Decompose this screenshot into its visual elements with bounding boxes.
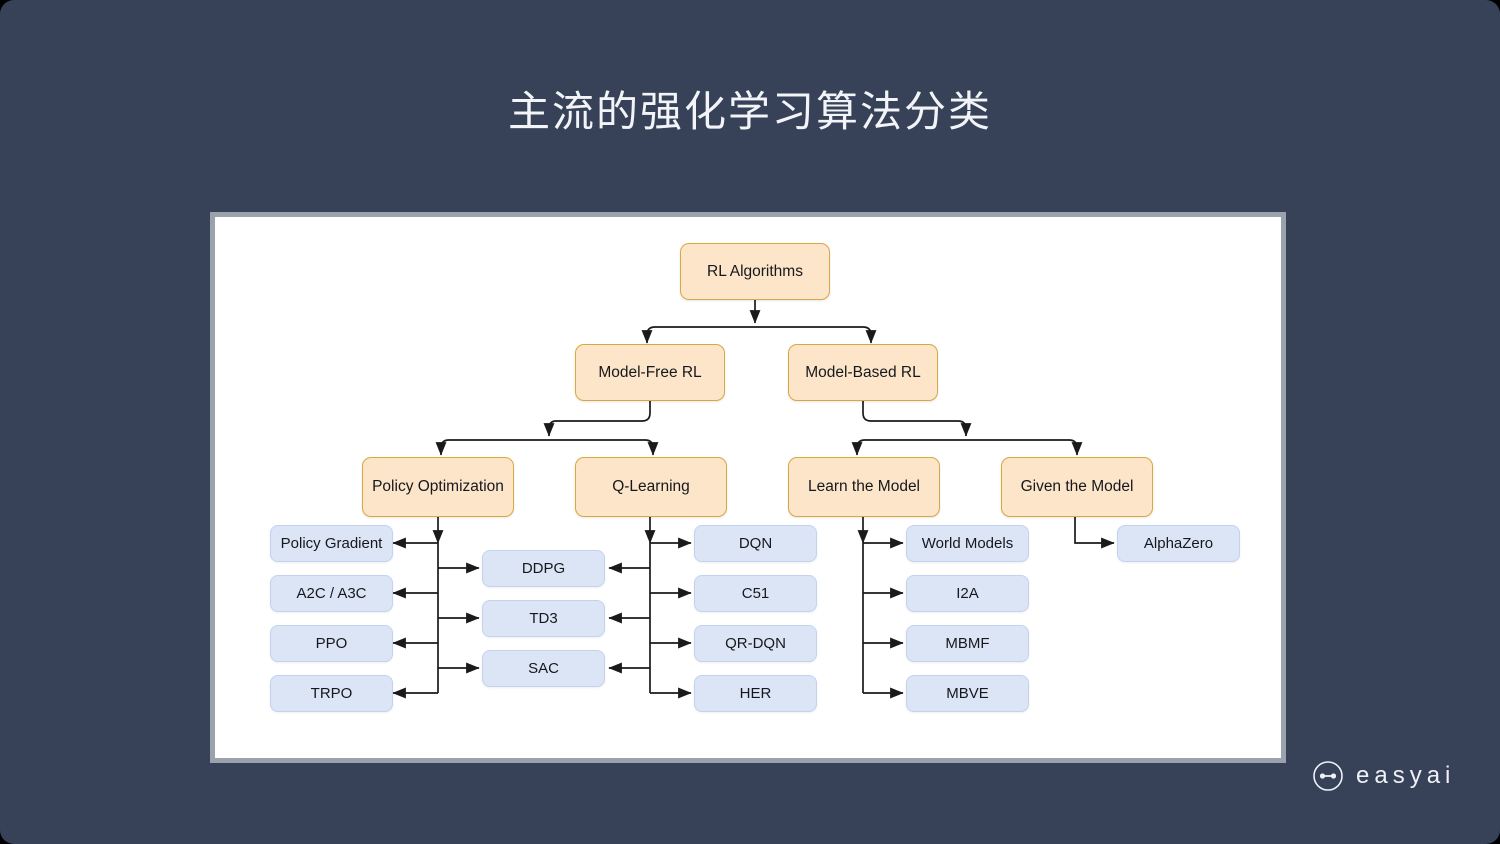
node-label: DDPG — [521, 559, 566, 577]
easyai-dumbbell-circle-icon — [1312, 760, 1344, 792]
node-label: RL Algorithms — [707, 262, 803, 280]
leaf-qr-dqn[interactable]: QR-DQN — [694, 625, 817, 662]
leaf-ppo[interactable]: PPO — [270, 625, 393, 662]
leaf-i2a[interactable]: I2A — [906, 575, 1029, 612]
node-model-based-rl[interactable]: Model-Based RL — [788, 344, 938, 401]
page-title: 主流的强化学习算法分类 — [507, 88, 992, 135]
node-label: MBVE — [946, 684, 989, 702]
connector-group — [392, 300, 1115, 699]
node-label: DQN — [738, 534, 773, 552]
leaf-her[interactable]: HER — [694, 675, 817, 712]
leaf-mbve[interactable]: MBVE — [906, 675, 1029, 712]
node-label: PPO — [315, 634, 348, 652]
node-given-the-model[interactable]: Given the Model — [1001, 457, 1153, 517]
node-q-learning[interactable]: Q-Learning — [575, 457, 727, 517]
node-label: Given the Model — [1020, 478, 1134, 496]
leaf-policy-gradient[interactable]: Policy Gradient — [270, 525, 393, 562]
node-rl-algorithms[interactable]: RL Algorithms — [680, 243, 830, 300]
node-label: SAC — [528, 659, 559, 677]
node-label: MBMF — [945, 634, 990, 652]
node-label: A2C / A3C — [296, 584, 367, 602]
node-label: HER — [739, 684, 772, 702]
diagram-canvas: RL Algorithms Model-Free RL Model-Based … — [215, 217, 1281, 758]
leaf-alphazero[interactable]: AlphaZero — [1117, 525, 1240, 562]
node-label: TD3 — [529, 609, 558, 627]
node-label: AlphaZero — [1143, 534, 1214, 552]
connector-layer — [392, 300, 1115, 699]
easyai-wordmark: easyai — [1356, 762, 1456, 789]
leaf-ddpg[interactable]: DDPG — [482, 550, 605, 587]
leaf-c51[interactable]: C51 — [694, 575, 817, 612]
node-learn-the-model[interactable]: Learn the Model — [788, 457, 940, 517]
node-label: I2A — [956, 584, 979, 602]
node-label: Model-Based RL — [805, 363, 921, 381]
leaf-mbmf[interactable]: MBMF — [906, 625, 1029, 662]
node-label: C51 — [741, 584, 770, 602]
node-label: World Models — [921, 534, 1014, 552]
node-label: Q-Learning — [612, 478, 690, 496]
node-label: TRPO — [310, 684, 353, 702]
leaf-trpo[interactable]: TRPO — [270, 675, 393, 712]
diagram-panel: RL Algorithms Model-Free RL Model-Based … — [210, 212, 1286, 763]
node-label: QR-DQN — [725, 634, 786, 652]
leaf-dqn[interactable]: DQN — [694, 525, 817, 562]
easyai-logo: easyai — [1312, 760, 1455, 792]
node-label: Model-Free RL — [598, 363, 702, 381]
node-policy-optimization[interactable]: Policy Optimization — [362, 457, 514, 517]
leaf-a2c-a3c[interactable]: A2C / A3C — [270, 575, 393, 612]
node-model-free-rl[interactable]: Model-Free RL — [575, 344, 725, 401]
leaf-td3[interactable]: TD3 — [482, 600, 605, 637]
node-label: Policy Gradient — [280, 534, 383, 552]
node-label: Policy Optimization — [372, 478, 504, 496]
spine-lines — [437, 543, 864, 693]
leaf-world-models[interactable]: World Models — [906, 525, 1029, 562]
leaf-sac[interactable]: SAC — [482, 650, 605, 687]
node-label: Learn the Model — [807, 478, 921, 496]
